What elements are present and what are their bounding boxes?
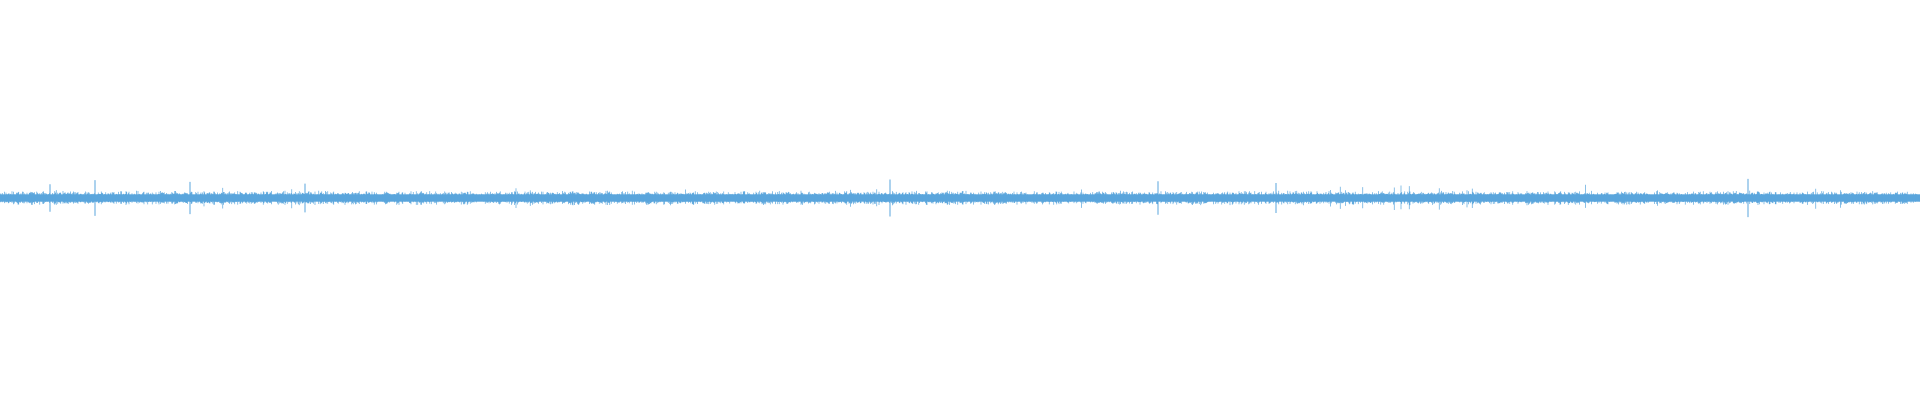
- waveform-bars: [0, 178, 1920, 218]
- waveform-samples: [0, 184, 1920, 210]
